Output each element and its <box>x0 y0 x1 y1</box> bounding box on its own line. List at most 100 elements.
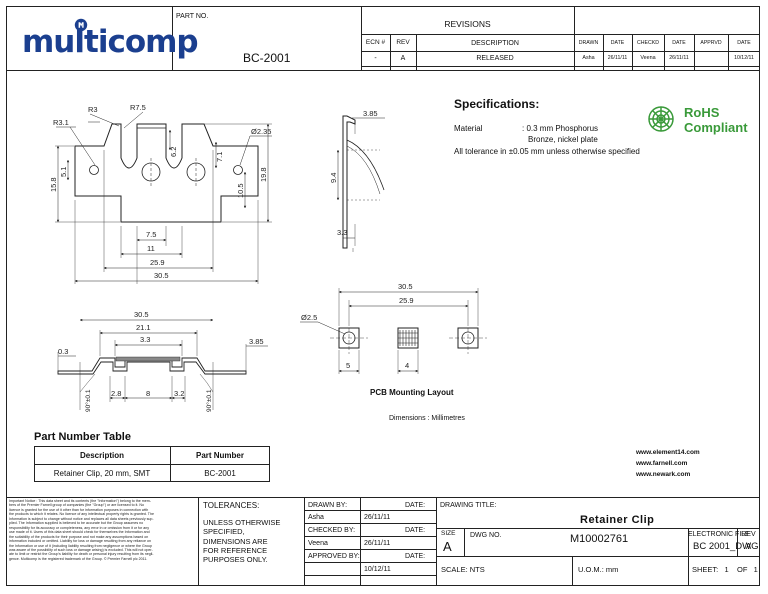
dwg-no-value: M10002761 <box>570 533 629 545</box>
side-view <box>336 115 385 252</box>
header-bottom-rule <box>6 70 760 71</box>
header-divider-partno <box>361 6 362 70</box>
dim-5-1: 5.1 <box>59 167 68 177</box>
size-label: SIZE <box>441 530 456 537</box>
part-no-label: PART NO. <box>176 13 209 20</box>
header-divider-logo <box>172 6 173 70</box>
material-line1: : 0.3 mm Phosphorus <box>522 124 599 133</box>
checked-by-label: CHECKED BY: <box>308 527 356 534</box>
dim-angle-left: 90°±0.1 <box>84 389 92 412</box>
rev-approved-date: 10/12/11 <box>734 55 754 61</box>
link-farnell[interactable]: www.farnell.com <box>636 460 688 467</box>
material-line2: Bronze, nickel plate <box>528 135 598 144</box>
part-table-description: Retainer Clip, 20 mm, SMT <box>53 469 151 478</box>
rev-col-drawn: DRAWN <box>578 40 599 46</box>
dwg-no-label: DWG NO. <box>470 532 502 539</box>
rev-col-ecn: ECN # <box>365 39 386 46</box>
dim-r3: R3 <box>88 105 98 114</box>
logo-mark-icon <box>74 18 88 32</box>
rev-ecn-value: - <box>374 55 377 62</box>
tolerances-text: UNLESS OTHERWISE SPECIFIED, DIMENSIONS A… <box>203 518 281 565</box>
electronic-file-value: BC 2001_DWG <box>693 541 759 552</box>
rev-checked-value: Veena <box>640 55 656 61</box>
important-notice: Important Notice : This data sheet and i… <box>9 499 154 561</box>
drawn-date-value: 26/11/11 <box>364 514 391 521</box>
checked-date-label: DATE: <box>405 527 426 534</box>
dim-3-85-side: 3.85 <box>363 109 378 118</box>
part-table-header-description: Description <box>79 451 124 460</box>
dim-pcb-5: 5 <box>346 361 350 370</box>
rohs-line2: Compliant <box>684 120 748 135</box>
uom-value: U.O.M.: mm <box>578 565 619 574</box>
dim-3-85-front: 3.85 <box>249 337 264 346</box>
electronic-file-label: ELECTRONIC FILE <box>688 531 750 538</box>
dim-3-2: 3.2 <box>174 389 184 398</box>
dim-10-5: 10.5 <box>236 183 245 198</box>
dim-6-2: 6.2 <box>169 147 178 157</box>
dim-pcb-25-9: 25.9 <box>399 296 414 305</box>
approved-by-label: APPROVED BY: <box>308 553 360 560</box>
dim-0-3: 0.3 <box>58 347 68 356</box>
dim-9-4: 9.4 <box>329 173 338 183</box>
rev-checked-date: 26/11/11 <box>669 55 689 61</box>
tolerance-note: All tolerance in ±0.05 mm unless otherwi… <box>454 147 640 156</box>
scale-value: SCALE: NTS <box>441 565 485 574</box>
drawn-by-value: Asha <box>308 514 324 521</box>
dim-pcb-30-5: 30.5 <box>398 282 413 291</box>
size-value: A <box>443 539 452 554</box>
dim-25-9: 25.9 <box>150 258 165 267</box>
dim-3-3-front: 3.3 <box>140 335 150 344</box>
specifications-title: Specifications: <box>454 97 540 111</box>
drawing-title-label: DRAWING TITLE: <box>440 502 497 509</box>
rev-col-rev: REV <box>396 39 410 46</box>
approved-date-label: DATE: <box>405 553 426 560</box>
dim-hole-dia: Ø2.35 <box>251 127 271 136</box>
rev-col-checked: CHECKD <box>637 40 659 46</box>
part-table-title: Part Number Table <box>34 431 131 443</box>
part-no-value: BC-2001 <box>243 51 291 65</box>
dim-8: 8 <box>146 389 150 398</box>
dim-15-8: 15.8 <box>49 177 58 192</box>
checked-by-value: Veena <box>308 540 328 547</box>
dim-r7-5: R7.5 <box>130 103 146 112</box>
drawing-frame <box>6 6 760 586</box>
tolerances-label: TOLERANCES: <box>203 501 260 510</box>
dim-pcb-4: 4 <box>405 361 409 370</box>
dim-pcb-hole: Ø2.5 <box>301 313 317 322</box>
dim-30-5-top: 30.5 <box>154 271 169 280</box>
part-table-part-number: BC-2001 <box>204 469 236 478</box>
dim-21-1: 21.1 <box>136 323 151 332</box>
rev-label: REV <box>741 531 756 538</box>
sheet-value: SHEET: 1 OF 1 <box>692 565 758 574</box>
dim-3-3-side: 3.3 <box>337 228 347 237</box>
drawing-title-value: Retainer Clip <box>580 514 655 526</box>
rev-col-description: DESCRIPTION <box>471 40 519 47</box>
rohs-line1: RoHS <box>684 105 720 120</box>
drawn-by-label: DRAWN BY: <box>308 502 348 509</box>
rev-col-approved: APPRVD <box>700 40 722 46</box>
dim-2-8: 2.8 <box>111 389 121 398</box>
rev-value: A <box>745 542 752 551</box>
dim-angle-right: 90°±0.1 <box>205 389 213 412</box>
dim-7-1: 7.1 <box>215 152 224 162</box>
part-table-header-part-number: Part Number <box>195 451 244 460</box>
rev-rev-value: A <box>400 55 406 62</box>
dim-11: 11 <box>147 244 155 253</box>
rev-col-date-1: DATE <box>610 40 625 46</box>
dim-7-5: 7.5 <box>146 230 156 239</box>
link-newark[interactable]: www.newark.com <box>636 471 691 478</box>
rev-drawn-value: Asha <box>582 55 595 61</box>
dim-19-8: 19.8 <box>259 167 268 182</box>
pcb-layout-title: PCB Mounting Layout <box>370 388 454 397</box>
link-element14[interactable]: www.element14.com <box>636 449 700 456</box>
drawn-date-label: DATE: <box>405 502 426 509</box>
rev-description-value: RELEASED <box>476 55 514 62</box>
rev-drawn-date: 26/11/11 <box>607 55 628 61</box>
rohs-leaf-icon <box>648 106 674 132</box>
pcb-layout-view <box>300 288 487 374</box>
material-label: Material <box>454 124 483 133</box>
multicomp-logo: multicomp <box>22 24 199 60</box>
revisions-title: REVISIONS <box>444 19 491 29</box>
dim-30-5-front: 30.5 <box>134 310 149 319</box>
